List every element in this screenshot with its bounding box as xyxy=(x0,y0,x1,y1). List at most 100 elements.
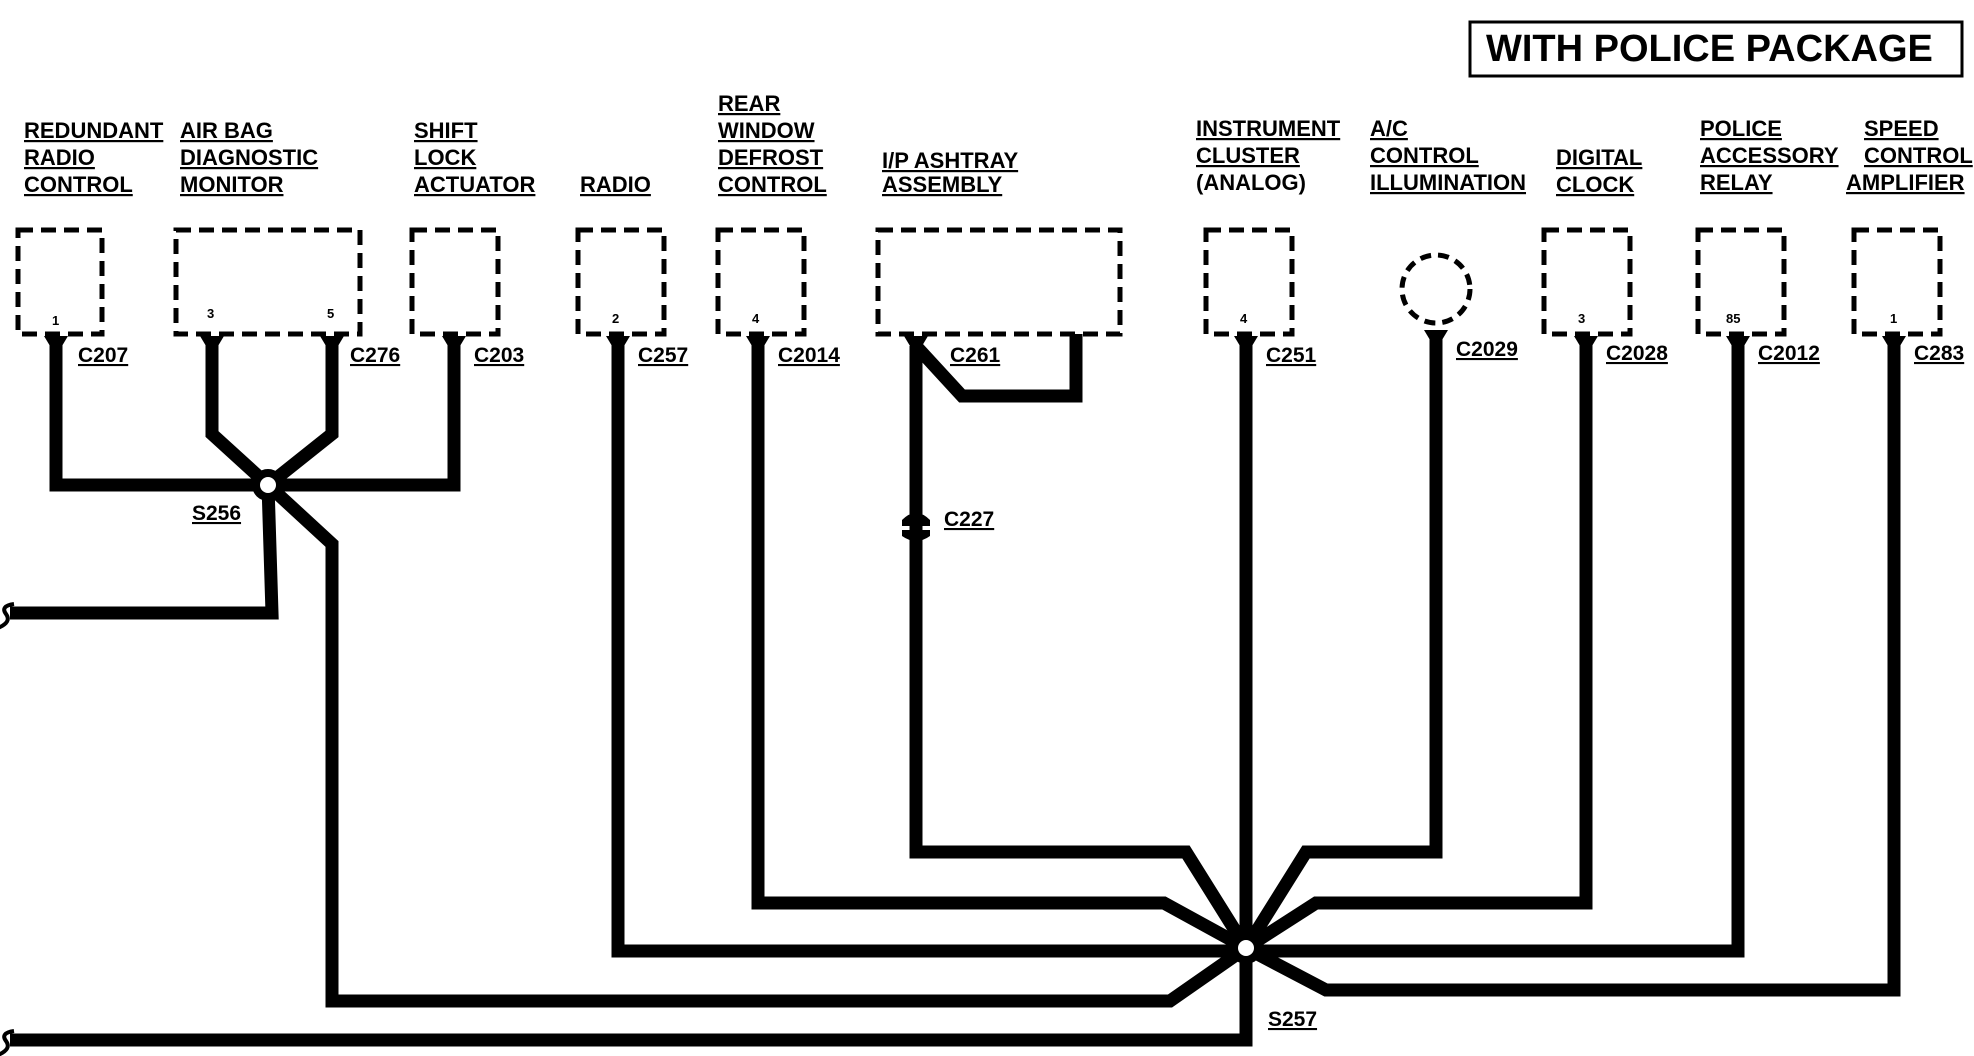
ground-end-s256 xyxy=(0,602,15,630)
wire-c2028-s257 xyxy=(1242,344,1593,954)
radio-box xyxy=(575,227,667,337)
terminal-c283 xyxy=(1882,336,1906,346)
connector-labels: C207 C276 C203 C257 C2014 C261 C251 C202… xyxy=(78,338,1964,1031)
ac-control-label-2: CONTROL xyxy=(1370,143,1479,168)
ac-control-bulb xyxy=(1399,252,1473,326)
terminal-c276-b xyxy=(320,336,344,346)
inline-connector-c227-bottom xyxy=(902,530,930,541)
rear-window-defrost-label-2: WINDOW xyxy=(718,118,815,143)
connector-label-c261: C261 xyxy=(950,344,1001,367)
terminal-c276-a xyxy=(200,336,224,346)
terminal-c203 xyxy=(442,336,466,346)
wire-s257-ground xyxy=(10,948,1253,1047)
wire-c257-s257 xyxy=(611,344,1246,958)
splice-s257-center xyxy=(1238,940,1254,956)
police-relay-box xyxy=(1695,227,1787,337)
rear-window-defrost-label-4: CONTROL xyxy=(718,172,827,197)
terminal-c257 xyxy=(606,336,630,346)
shift-lock-actuator-label-1: SHIFT xyxy=(414,118,478,143)
wire-c207-s256 xyxy=(49,344,268,492)
connector-terminals xyxy=(44,330,1906,541)
component-labels: REDUNDANT RADIO CONTROL AIR BAG DIAGNOST… xyxy=(24,91,1973,197)
redundant-radio-control-label-2: RADIO xyxy=(24,145,95,170)
wire-c261-s257 xyxy=(909,346,1252,952)
air-bag-monitor-box xyxy=(173,227,363,337)
wire-s256-s257 xyxy=(263,480,1250,1008)
connector-label-c2012: C2012 xyxy=(1758,342,1820,365)
shift-lock-actuator-box xyxy=(409,227,501,337)
instrument-cluster-label-1: INSTRUMENT xyxy=(1196,116,1341,141)
terminal-c2028 xyxy=(1574,336,1598,346)
connector-label-c227: C227 xyxy=(944,508,994,531)
pin-c207: 1 xyxy=(52,313,59,328)
ip-ashtray-box xyxy=(875,227,1123,337)
ip-ashtray-label-1: I/P ASHTRAY xyxy=(882,148,1018,173)
redundant-radio-control-label-1: REDUNDANT xyxy=(24,118,164,143)
redundant-radio-control-box xyxy=(15,227,105,337)
title-box: WITH POLICE PACKAGE xyxy=(1468,20,1964,78)
digital-clock-label-1: DIGITAL xyxy=(1556,145,1642,170)
speed-control-box xyxy=(1851,227,1943,337)
connector-label-c207: C207 xyxy=(78,344,128,367)
air-bag-monitor-label-3: MONITOR xyxy=(180,172,284,197)
rear-window-defrost-label-1: REAR xyxy=(718,91,780,116)
shift-lock-actuator-label-3: ACTUATOR xyxy=(414,172,536,197)
digital-clock-label-2: CLOCK xyxy=(1556,172,1634,197)
speed-control-label-1: SPEED xyxy=(1864,116,1939,141)
connector-label-c2028: C2028 xyxy=(1606,342,1668,365)
wire-c261-loop xyxy=(911,334,1083,403)
inline-connector-c227-top xyxy=(902,513,930,526)
police-relay-label-3: RELAY xyxy=(1700,170,1773,195)
splice-label-s256: S256 xyxy=(192,502,241,525)
ground-end-s257 xyxy=(0,1029,15,1056)
terminal-c207 xyxy=(44,336,68,346)
air-bag-monitor-label-2: DIAGNOSTIC xyxy=(180,145,318,170)
rear-window-defrost-label-3: DEFROST xyxy=(718,145,824,170)
ac-control-label-3: ILLUMINATION xyxy=(1370,170,1526,195)
pin-c2012: 85 xyxy=(1726,311,1740,326)
terminal-c2029 xyxy=(1424,330,1448,340)
pin-c2028: 3 xyxy=(1578,311,1585,326)
connector-label-c283: C283 xyxy=(1914,342,1964,365)
pin-c2014: 4 xyxy=(752,311,760,326)
rear-window-defrost-box xyxy=(715,227,807,337)
terminal-c261 xyxy=(904,336,928,346)
pin-c276-b: 5 xyxy=(327,306,334,321)
instrument-cluster-label-3: (ANALOG) xyxy=(1196,170,1306,195)
speed-control-label-2: CONTROL xyxy=(1864,143,1973,168)
connector-label-c2014: C2014 xyxy=(778,344,840,367)
ac-control-label-1: A/C xyxy=(1370,116,1408,141)
wire-c283-s257 xyxy=(1242,344,1901,997)
wires xyxy=(10,334,1901,1047)
radio-label: RADIO xyxy=(580,172,651,197)
pin-c276-a: 3 xyxy=(207,306,214,321)
connector-label-c2029: C2029 xyxy=(1456,338,1518,361)
shift-lock-actuator-label-2: LOCK xyxy=(414,145,476,170)
wire-c2029-s257 xyxy=(1240,338,1443,952)
pin-numbers: 1 3 5 2 4 4 3 85 1 xyxy=(52,306,1897,328)
wire-c203-s256 xyxy=(268,344,461,492)
pin-c251: 4 xyxy=(1240,311,1248,326)
instrument-cluster-label-2: CLUSTER xyxy=(1196,143,1300,168)
wire-s256-ground-1 xyxy=(10,484,279,620)
splices xyxy=(252,469,1262,964)
wire-c2014-s257 xyxy=(751,344,1250,954)
splice-label-s257: S257 xyxy=(1268,1008,1317,1031)
connector-label-c276: C276 xyxy=(350,344,400,367)
pin-c283: 1 xyxy=(1890,311,1897,326)
connector-label-c251: C251 xyxy=(1266,344,1317,367)
connector-label-c257: C257 xyxy=(638,344,688,367)
police-relay-label-2: ACCESSORY xyxy=(1700,143,1839,168)
ground-ends xyxy=(0,602,15,1056)
diagram-title: WITH POLICE PACKAGE xyxy=(1486,28,1933,70)
wire-c2012-s257 xyxy=(1246,344,1745,958)
component-boxes xyxy=(15,227,1943,337)
terminal-c2014 xyxy=(746,336,770,346)
splice-s256-center xyxy=(260,477,276,493)
wire-c276b-s256 xyxy=(263,344,339,491)
instrument-cluster-box xyxy=(1203,227,1295,337)
pin-c257: 2 xyxy=(612,311,619,326)
digital-clock-box xyxy=(1541,227,1633,337)
ip-ashtray-label-2: ASSEMBLY xyxy=(882,172,1003,197)
